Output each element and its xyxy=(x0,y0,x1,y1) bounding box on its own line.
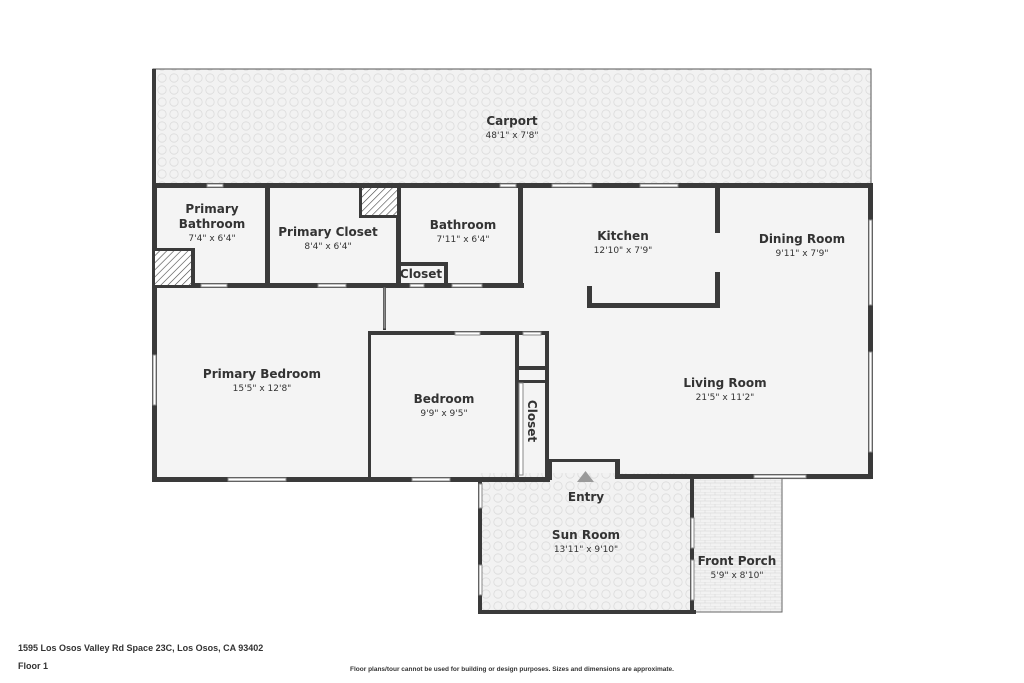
sun-room-label: Sun Room xyxy=(552,528,620,542)
dining-room-label: Dining Room xyxy=(759,232,845,246)
sun-room-floor xyxy=(480,473,693,612)
sun-room-dimensions: 13'11" x 9'10" xyxy=(554,545,618,555)
bedroom-label: Bedroom xyxy=(414,392,475,406)
primary-bathroom-label-line1: Primary xyxy=(185,202,238,216)
primary-bathroom-label-line2: Bathroom xyxy=(179,217,245,231)
windows xyxy=(152,183,873,601)
primary-closet-label: Primary Closet xyxy=(278,225,378,239)
primary-bathroom-dimensions: 7'4" x 6'4" xyxy=(188,234,235,244)
primary-bedroom-label: Primary Bedroom xyxy=(203,367,321,381)
bathroom-dimensions: 7'11" x 6'4" xyxy=(437,235,490,245)
entry-arrow-icon xyxy=(577,471,594,482)
carport-area xyxy=(152,68,872,186)
front-porch-label: Front Porch xyxy=(698,554,777,568)
bedroom-dimensions: 9'9" x 9'5" xyxy=(420,409,467,419)
living-room-label: Living Room xyxy=(683,376,766,390)
property-address: 1595 Los Osos Valley Rd Space 23C, Los O… xyxy=(18,643,264,653)
front-porch-floor xyxy=(692,477,783,613)
floor-label: Floor 1 xyxy=(18,661,49,671)
vertical-closet-label: Closet xyxy=(525,400,539,442)
small-closet-label: Closet xyxy=(400,267,442,281)
disclaimer-text: Floor plans/tour cannot be used for buil… xyxy=(350,666,674,673)
carport-label: Carport xyxy=(486,114,538,128)
kitchen-label: Kitchen xyxy=(597,229,649,243)
kitchen-dimensions: 12'10" x 7'9" xyxy=(594,246,653,256)
dining-room-dimensions: 9'11" x 7'9" xyxy=(776,249,829,259)
front-porch-dimensions: 5'9" x 8'10" xyxy=(711,571,764,581)
primary-closet-dimensions: 8'4" x 6'4" xyxy=(304,242,351,252)
living-room-dimensions: 21'5" x 11'2" xyxy=(696,393,755,403)
carport-dimensions: 48'1" x 7'8" xyxy=(486,131,539,141)
entry-label: Entry xyxy=(568,490,604,504)
bathroom-label: Bathroom xyxy=(430,218,496,232)
primary-bedroom-dimensions: 15'5" x 12'8" xyxy=(233,384,292,394)
